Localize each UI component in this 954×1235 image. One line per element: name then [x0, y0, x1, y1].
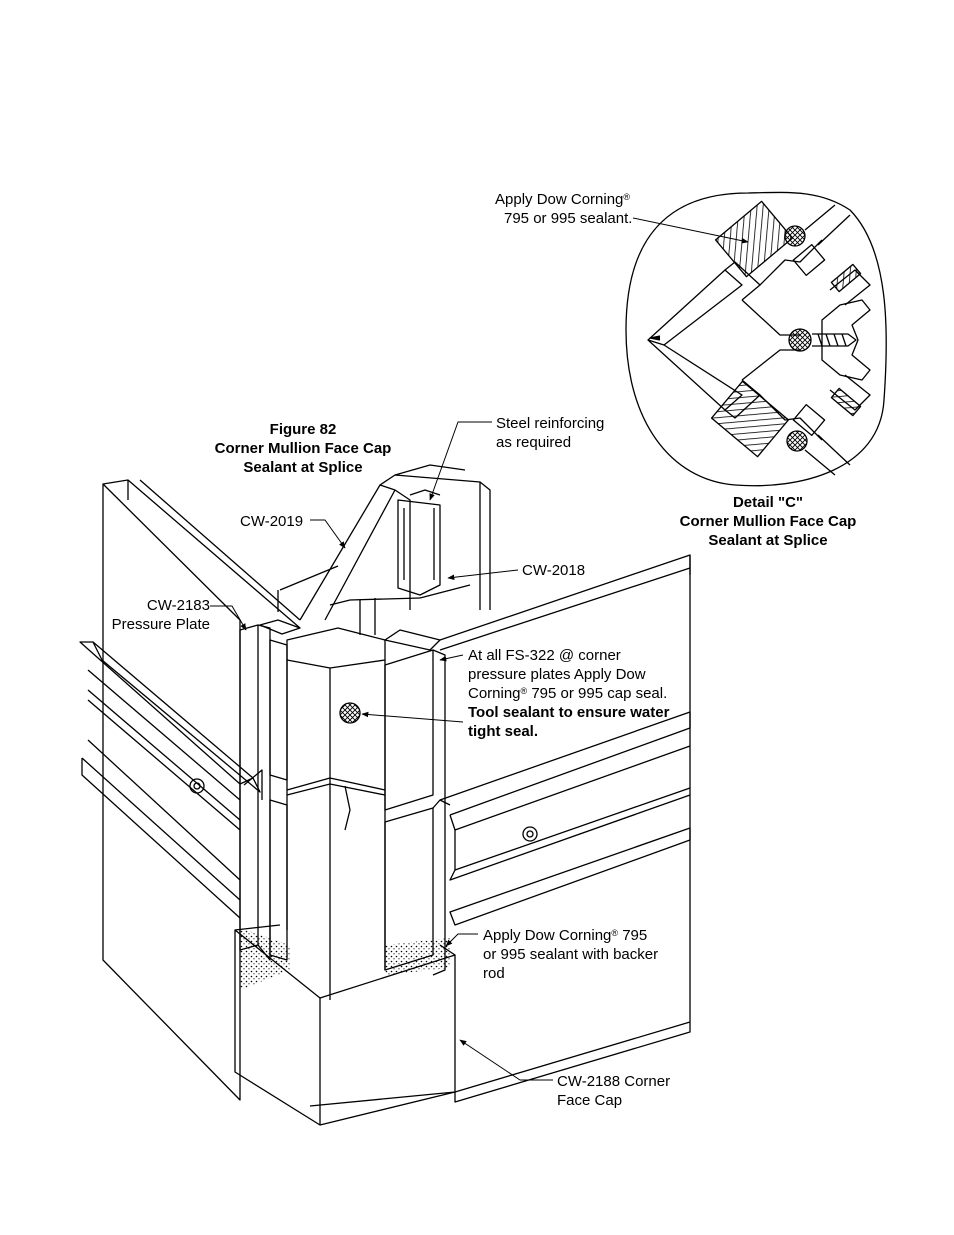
backer-rod-callout: Apply Dow Corning® 795 or 995 sealant wi… — [483, 926, 658, 983]
fs322-line5: tight seal. — [468, 723, 539, 740]
cw2018-label: CW-2018 — [522, 562, 586, 579]
steel-reinforcing-label: Steel reinforcing as required — [496, 414, 604, 452]
cw2188-label: CW-2188 Corner Face Cap — [557, 1072, 670, 1110]
vertical-mullions — [299, 464, 491, 635]
backer-line1a: Apply Dow Corning — [483, 927, 612, 944]
registered-mark: ® — [520, 686, 528, 696]
backer-line2: or 995 sealant with backer — [483, 946, 659, 963]
steel-line1: Steel reinforcing — [496, 415, 605, 432]
right-glass-panel — [309, 554, 691, 1107]
cw2188-line1: CW-2188 Corner — [557, 1073, 671, 1090]
detail-title: Detail "C" Corner Mullion Face Cap Seala… — [668, 493, 868, 550]
cw2019-label: CW-2019 — [240, 513, 304, 530]
cw2183-line2: Pressure Plate — [111, 616, 210, 633]
left-horizontal-rail — [79, 641, 261, 919]
steel-line2: as required — [496, 434, 572, 451]
figure-title-line1: Corner Mullion Face Cap — [214, 440, 392, 457]
backer-line1b: 795 — [618, 927, 648, 944]
corner-mullion — [239, 619, 451, 1000]
back-panel — [277, 565, 339, 612]
backer-line3: rod — [483, 965, 505, 982]
detail-title-line2: Corner Mullion Face Cap — [679, 513, 857, 530]
detail-title-line3: Sealant at Splice — [708, 532, 828, 549]
detail-callout-line2: 795 or 995 sealant. — [504, 210, 633, 227]
fs322-line4: Tool sealant to ensure water — [468, 704, 670, 721]
cw2183-label: CW-2183 Pressure Plate — [110, 596, 210, 634]
fs322-line2: pressure plates Apply Dow — [468, 666, 646, 683]
detail-title-line1: Detail "C" — [732, 494, 804, 511]
cw2188-face-cap — [234, 924, 456, 1126]
figure-number: Figure 82 — [269, 421, 337, 438]
registered-mark: ® — [611, 928, 619, 938]
detail-callout: Apply Dow Corning® — [495, 190, 630, 209]
registered-mark: ® — [623, 192, 631, 202]
cw2188-line2: Face Cap — [557, 1092, 623, 1109]
fs322-line3b: 795 or 995 cap seal. — [527, 685, 668, 702]
fs322-line3: Corning® 795 or 995 cap seal. — [468, 684, 669, 703]
fs322-line3a: Corning — [468, 685, 521, 702]
detail-c-section — [647, 200, 871, 476]
fs322-callout: At all FS-322 @ corner pressure plates A… — [468, 646, 669, 741]
figure-title: Figure 82 Corner Mullion Face Cap Sealan… — [203, 420, 403, 477]
left-glass-panel — [102, 479, 301, 1101]
leader-lines — [210, 217, 749, 1081]
fs322-line1: At all FS-322 @ corner — [468, 647, 621, 664]
right-horizontal-rail — [439, 711, 691, 926]
cw2183-line1: CW-2183 — [146, 597, 210, 614]
detail-callout-line1: Apply Dow Corning — [495, 191, 624, 208]
backer-line1: Apply Dow Corning® 795 — [483, 926, 658, 945]
detail-c-frame — [625, 191, 887, 487]
figure-title-line2: Sealant at Splice — [243, 459, 363, 476]
